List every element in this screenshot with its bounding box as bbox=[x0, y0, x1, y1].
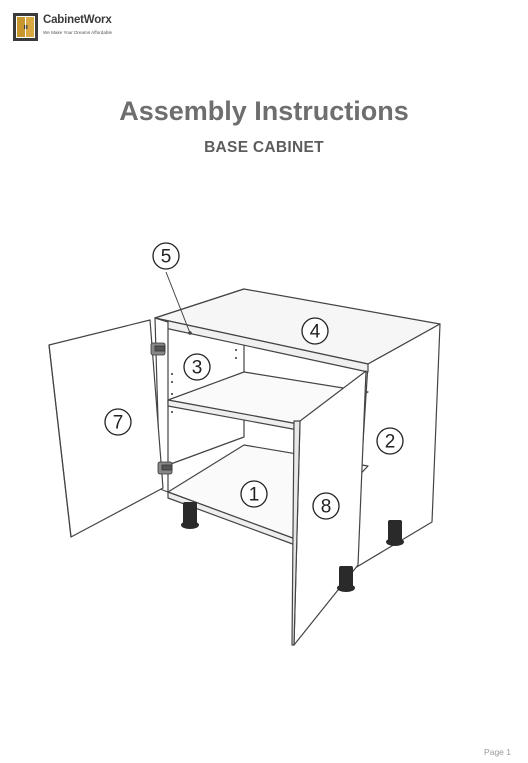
callout-1: 1 bbox=[240, 480, 268, 508]
callout-5: 5 bbox=[152, 242, 180, 270]
callout-2: 2 bbox=[376, 427, 404, 455]
callout-5-label: 5 bbox=[161, 247, 172, 268]
callout-7: 7 bbox=[104, 408, 132, 436]
leg-back-right bbox=[388, 520, 402, 542]
page-subtitle: BASE CABINET bbox=[204, 139, 324, 156]
brand-name: CabinetWorx bbox=[43, 14, 112, 26]
hinge-icons bbox=[150, 342, 173, 475]
callouts: 5 4 3 7 2 1 8 bbox=[104, 242, 404, 520]
callout-2-label: 2 bbox=[385, 432, 396, 453]
callout-1-label: 1 bbox=[249, 485, 260, 506]
page-title: Assembly Instructions bbox=[119, 96, 409, 126]
callout-7-label: 7 bbox=[113, 413, 124, 434]
cabinet-logo-icon bbox=[13, 13, 38, 41]
cabinetworx-logo: CabinetWorx We Make Your Dreams Affordab… bbox=[12, 12, 116, 42]
leg-front-left bbox=[183, 502, 197, 526]
callout-3-label: 3 bbox=[192, 358, 203, 379]
callout-4-label: 4 bbox=[310, 322, 321, 343]
callout-8: 8 bbox=[312, 492, 340, 520]
callout-3: 3 bbox=[183, 353, 211, 381]
callout-4: 4 bbox=[301, 317, 329, 345]
page-number: Page 1 bbox=[484, 747, 511, 757]
cabinet-legs bbox=[181, 502, 404, 592]
leg-front-right bbox=[339, 566, 353, 588]
base-cabinet-diagram: 5 4 3 7 2 1 8 bbox=[48, 242, 441, 646]
right-door-edge bbox=[291, 420, 301, 646]
callout-8-label: 8 bbox=[321, 497, 332, 518]
shelf-pin-holes bbox=[171, 349, 237, 413]
brand-tagline: We Make Your Dreams Affordable bbox=[43, 30, 113, 35]
callout-5-leader bbox=[165, 271, 191, 334]
